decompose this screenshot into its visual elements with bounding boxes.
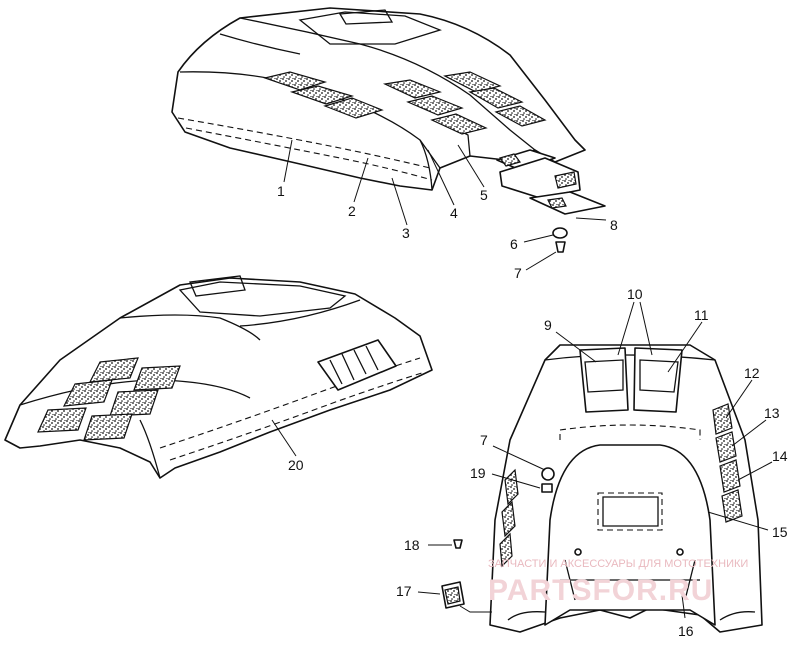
watermark-tagline: ЗАПЧАСТИ И АКСЕССУАРЫ ДЛЯ МОТОТЕХНИКИ bbox=[488, 558, 748, 570]
callout-3: 3 bbox=[402, 225, 410, 241]
callout-19: 19 bbox=[470, 465, 486, 481]
watermark-brand: PARTSFOR.RU bbox=[488, 574, 713, 607]
callout-11: 11 bbox=[694, 307, 709, 323]
callout-16: 16 bbox=[678, 623, 694, 639]
callout-7-front: 7 bbox=[480, 432, 488, 448]
callout-17: 17 bbox=[396, 583, 412, 599]
callout-1: 1 bbox=[277, 183, 285, 199]
callout-5: 5 bbox=[480, 187, 488, 203]
callout-15: 15 bbox=[772, 524, 788, 540]
callout-4: 4 bbox=[450, 205, 458, 221]
callout-20: 20 bbox=[288, 457, 304, 473]
hood-top-view bbox=[171, 7, 606, 253]
hood-left-view bbox=[4, 275, 433, 479]
callout-12: 12 bbox=[744, 365, 760, 381]
callout-13: 13 bbox=[764, 405, 780, 421]
callout-8: 8 bbox=[610, 217, 618, 233]
callout-7-top: 7 bbox=[514, 265, 522, 281]
watermark: ЗАПЧАСТИ И АКСЕССУАРЫ ДЛЯ МОТОТЕХНИКИ PA… bbox=[488, 558, 748, 607]
callout-9: 9 bbox=[544, 317, 552, 333]
callout-18: 18 bbox=[404, 537, 420, 553]
callout-10: 10 bbox=[627, 286, 643, 302]
callout-14: 14 bbox=[772, 448, 788, 464]
callout-2: 2 bbox=[348, 203, 356, 219]
callout-6: 6 bbox=[510, 236, 518, 252]
hood-front-view bbox=[441, 344, 763, 633]
leader-lines bbox=[271, 139, 773, 619]
callout-labels: 1 2 3 4 5 8 6 7 20 9 10 11 12 13 14 15 1… bbox=[277, 183, 788, 639]
